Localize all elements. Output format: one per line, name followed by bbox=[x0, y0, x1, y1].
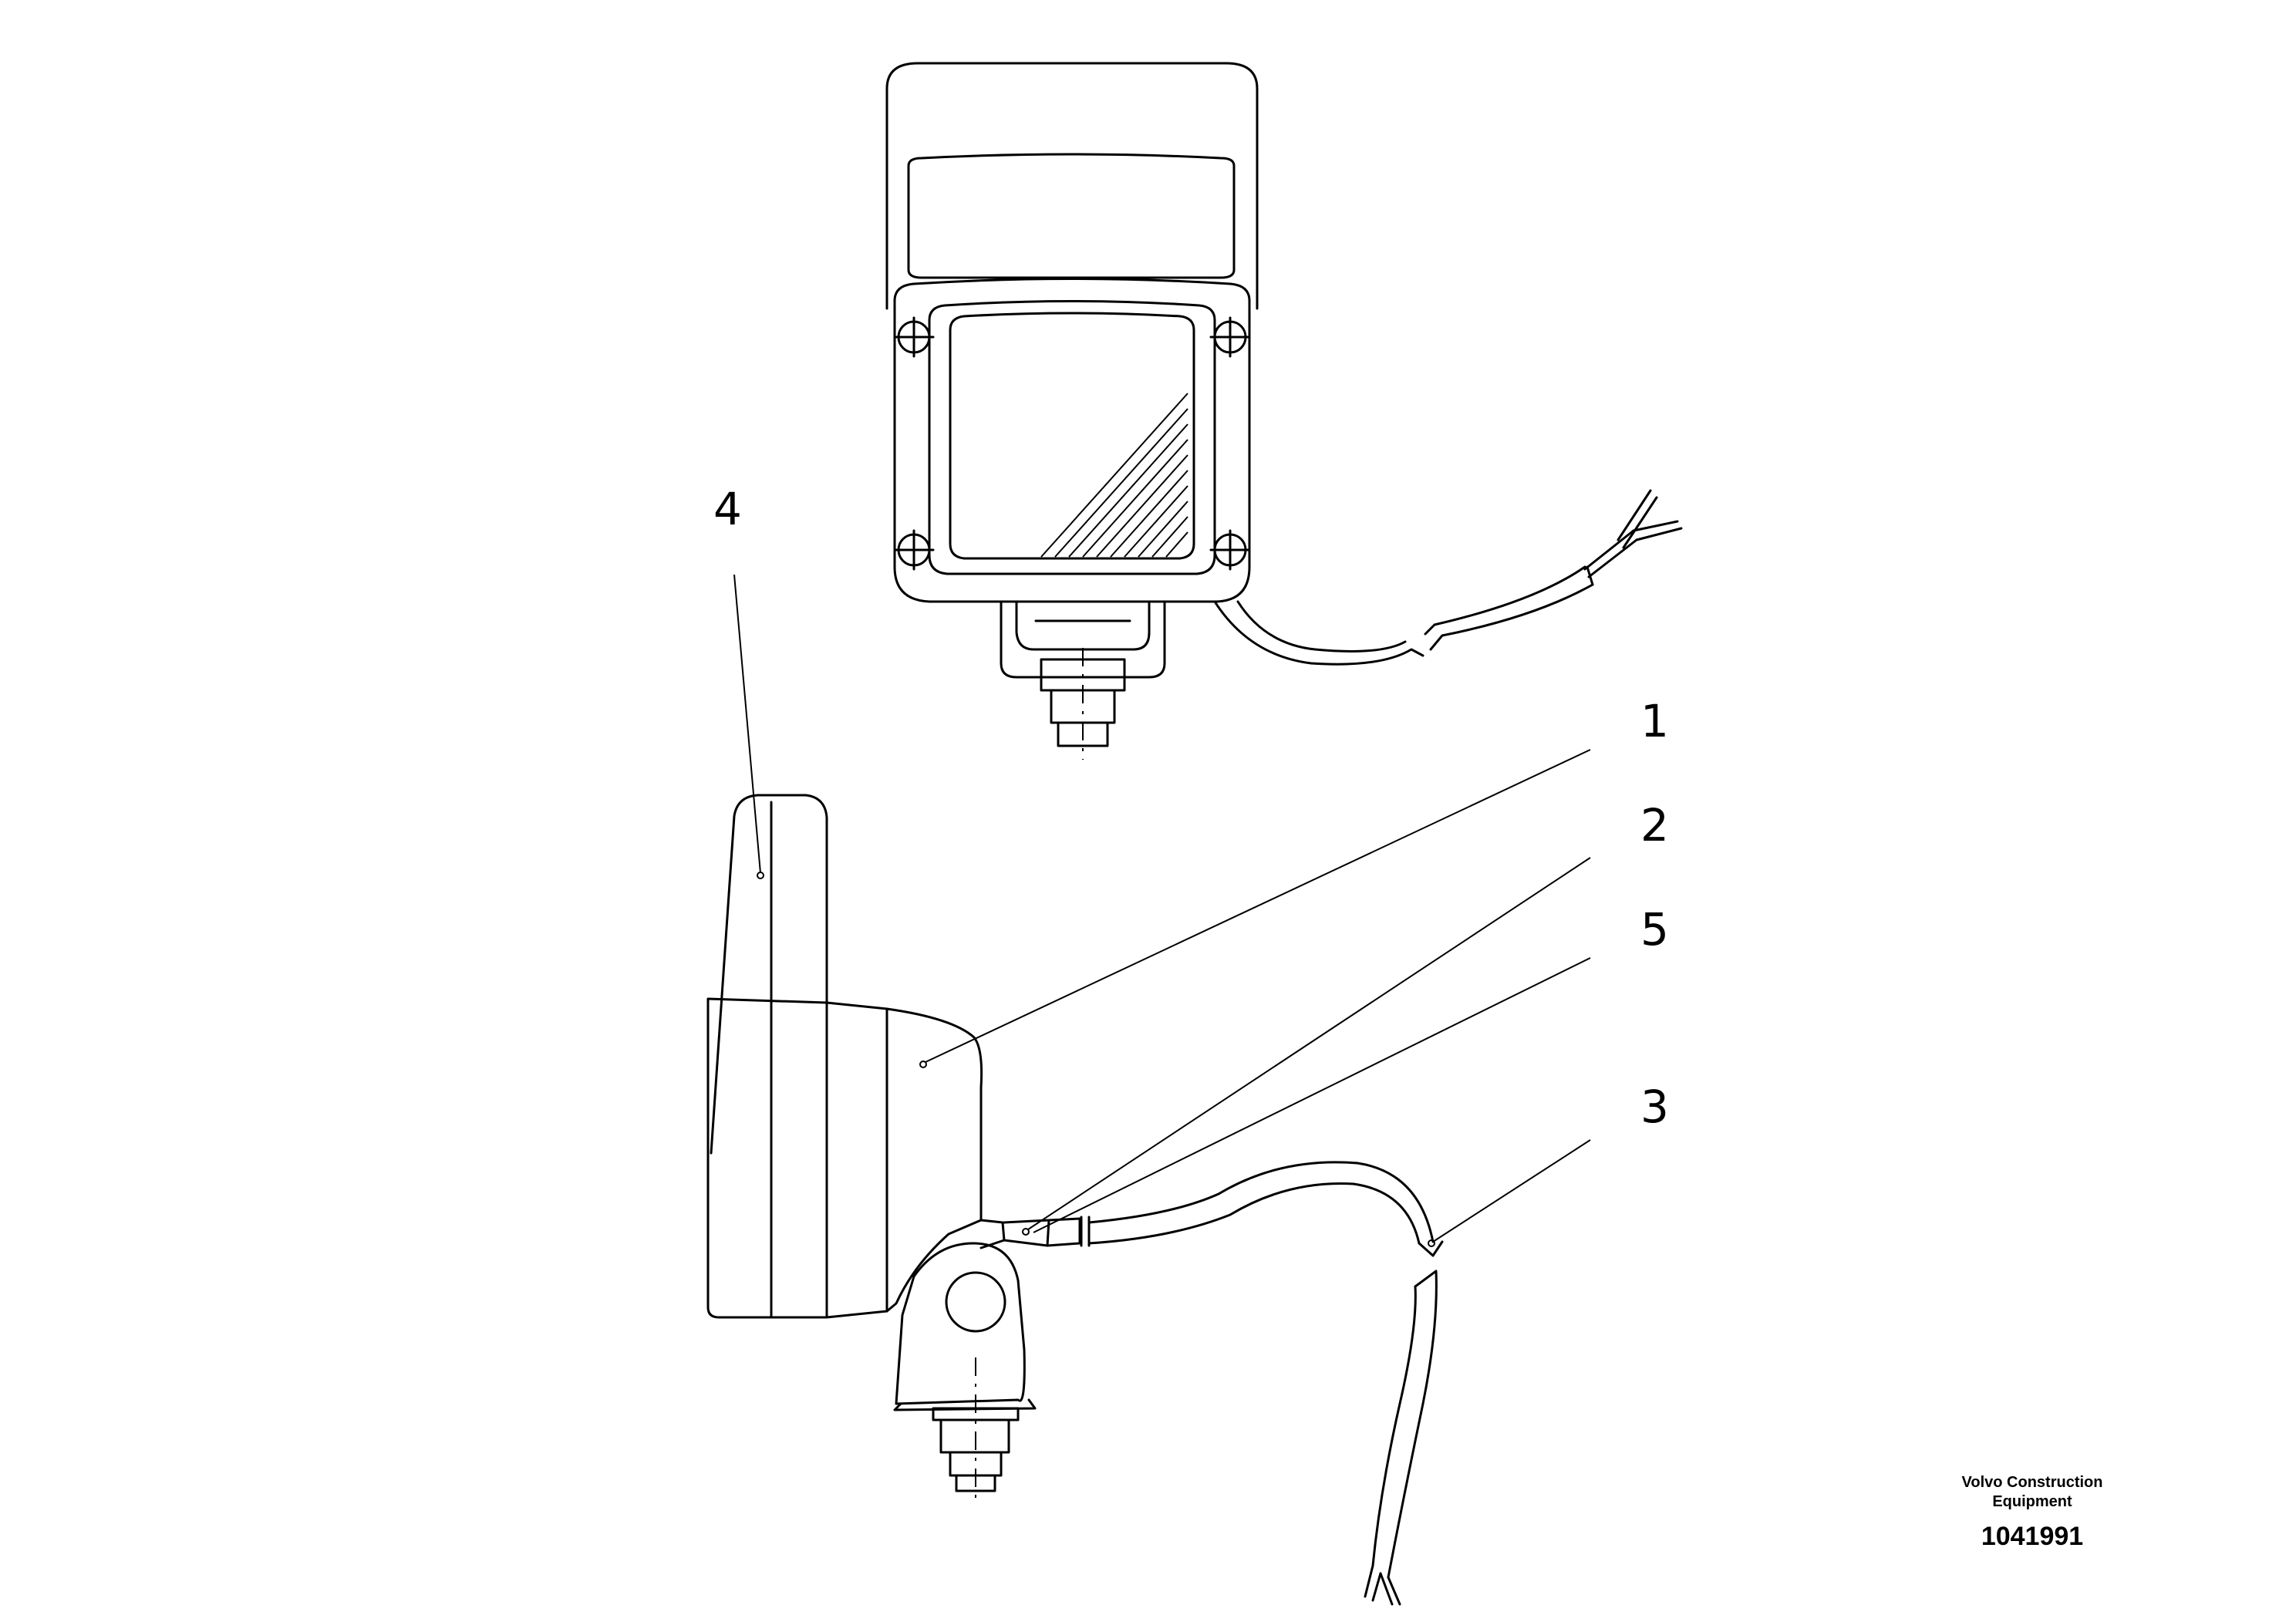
callout-1: 1 bbox=[1640, 695, 1669, 747]
leader-line-5 bbox=[1033, 957, 1591, 1233]
leader-dot-3 bbox=[1428, 1239, 1435, 1247]
side-cable-connector bbox=[979, 1216, 1091, 1249]
drawing-number: 1041991 bbox=[1981, 1522, 2083, 1551]
leader-lines bbox=[733, 574, 1591, 1247]
callout-2: 2 bbox=[1640, 799, 1669, 851]
front-cable bbox=[1213, 489, 1683, 666]
callout-3: 3 bbox=[1640, 1081, 1669, 1133]
side-lamp-back bbox=[885, 1007, 983, 1313]
side-hood bbox=[710, 794, 828, 1155]
side-lamp-housing bbox=[825, 1001, 888, 1319]
side-view bbox=[706, 794, 1444, 1606]
front-mount-bracket bbox=[1000, 600, 1166, 760]
front-lamp-bezel bbox=[928, 300, 1216, 575]
side-pivot-mount bbox=[893, 1242, 1037, 1504]
leader-dot-4 bbox=[757, 872, 764, 879]
company-name-line2: Equipment bbox=[1992, 1493, 2072, 1510]
front-lamp-body bbox=[893, 278, 1251, 603]
front-screw-bottom-left bbox=[893, 529, 935, 571]
front-screw-top-right bbox=[1209, 316, 1251, 358]
leader-dot-2 bbox=[1022, 1228, 1030, 1236]
front-screw-top-left bbox=[893, 316, 935, 358]
leader-line-4 bbox=[733, 574, 761, 874]
company-name-line1: Volvo Construction bbox=[1962, 1474, 2103, 1491]
callout-4: 4 bbox=[713, 483, 742, 535]
leader-line-3 bbox=[1432, 1139, 1591, 1243]
side-cable bbox=[1087, 1161, 1444, 1606]
front-hood-outline bbox=[885, 62, 1259, 310]
lens-hatching bbox=[1040, 393, 1188, 558]
front-hood-window bbox=[907, 153, 1236, 279]
leader-line-2 bbox=[1027, 857, 1591, 1230]
front-screw-bottom-right bbox=[1209, 529, 1251, 571]
callout-5: 5 bbox=[1640, 903, 1669, 956]
side-lamp-body bbox=[706, 997, 828, 1319]
front-lens bbox=[949, 312, 1195, 560]
front-view bbox=[885, 62, 1683, 760]
leader-line-1 bbox=[925, 749, 1591, 1063]
leader-dot-1 bbox=[919, 1061, 927, 1068]
